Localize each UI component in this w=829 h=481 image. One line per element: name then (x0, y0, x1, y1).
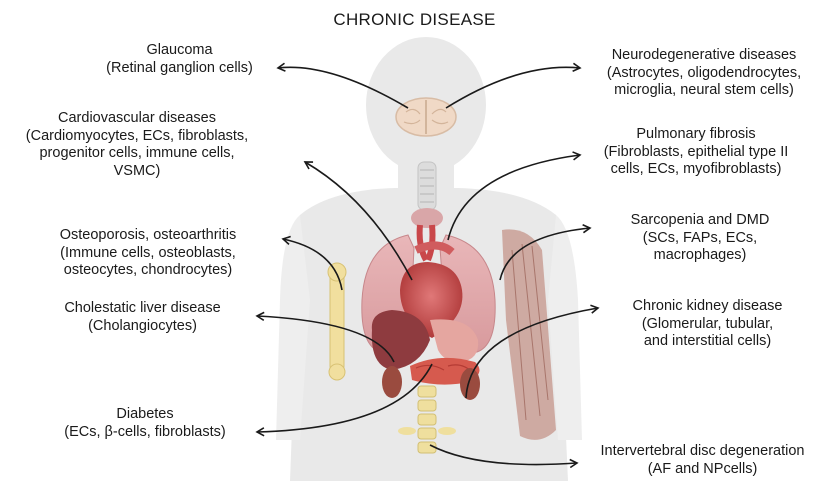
disc-cells: (AF and NPcells) (580, 461, 825, 479)
diagram-title: CHRONIC DISEASE (0, 10, 829, 30)
neuro-cells-2: microglia, neural stem cells) (584, 82, 824, 100)
cardio-cells-3: VSMC) (4, 163, 270, 181)
pulmonary-cells-1: (Fibroblasts, epithelial type II (583, 144, 809, 162)
label-cardiovascular: Cardiovascular diseases (Cardiomyocytes,… (4, 110, 270, 180)
label-neurodegenerative: Neurodegenerative diseases (Astrocytes, … (584, 47, 824, 100)
label-osteoporosis: Osteoporosis, osteoarthritis (Immune cel… (28, 227, 268, 280)
liver-cells: (Cholangiocytes) (40, 318, 245, 336)
label-glaucoma: Glaucoma (Retinal ganglion cells) (97, 42, 262, 77)
neuro-cells-1: (Astrocytes, oligodendrocytes, (584, 65, 824, 83)
kidney-name: Chronic kidney disease (605, 298, 810, 316)
cardio-cells-2: progenitor cells, immune cells, (4, 145, 270, 163)
sarcopenia-cells-1: (SCs, FAPs, ECs, (600, 230, 800, 248)
glaucoma-cells: (Retinal ganglion cells) (97, 60, 262, 78)
cardio-name: Cardiovascular diseases (4, 110, 270, 128)
label-chronic-kidney: Chronic kidney disease (Glomerular, tubu… (605, 298, 810, 351)
sarcopenia-name: Sarcopenia and DMD (600, 212, 800, 230)
pulmonary-cells-2: cells, ECs, myofibroblasts) (583, 161, 809, 179)
neuro-name: Neurodegenerative diseases (584, 47, 824, 65)
diabetes-cells: (ECs, β-cells, fibroblasts) (40, 424, 250, 442)
kidney-cells-2: and interstitial cells) (605, 333, 810, 351)
arm-bone (328, 263, 346, 380)
label-diabetes: Diabetes (ECs, β-cells, fibroblasts) (40, 406, 250, 441)
sarcopenia-cells-2: macrophages) (600, 247, 800, 265)
kidney-cells-1: (Glomerular, tubular, (605, 316, 810, 334)
brain (396, 98, 456, 136)
label-sarcopenia: Sarcopenia and DMD (SCs, FAPs, ECs, macr… (600, 212, 800, 265)
liver-name: Cholestatic liver disease (40, 300, 245, 318)
diabetes-name: Diabetes (40, 406, 250, 424)
label-pulmonary-fibrosis: Pulmonary fibrosis (Fibroblasts, epithel… (583, 126, 809, 179)
pulmonary-name: Pulmonary fibrosis (583, 126, 809, 144)
osteo-cells-1: (Immune cells, osteoblasts, (28, 245, 268, 263)
glaucoma-name: Glaucoma (97, 42, 262, 60)
osteo-name: Osteoporosis, osteoarthritis (28, 227, 268, 245)
label-intervertebral-disc: Intervertebral disc degeneration (AF and… (580, 443, 825, 478)
disc-name: Intervertebral disc degeneration (580, 443, 825, 461)
label-cholestatic-liver: Cholestatic liver disease (Cholangiocyte… (40, 300, 245, 335)
osteo-cells-2: osteocytes, chondrocytes) (28, 262, 268, 280)
cardio-cells-1: (Cardiomyocytes, ECs, fibroblasts, (4, 128, 270, 146)
